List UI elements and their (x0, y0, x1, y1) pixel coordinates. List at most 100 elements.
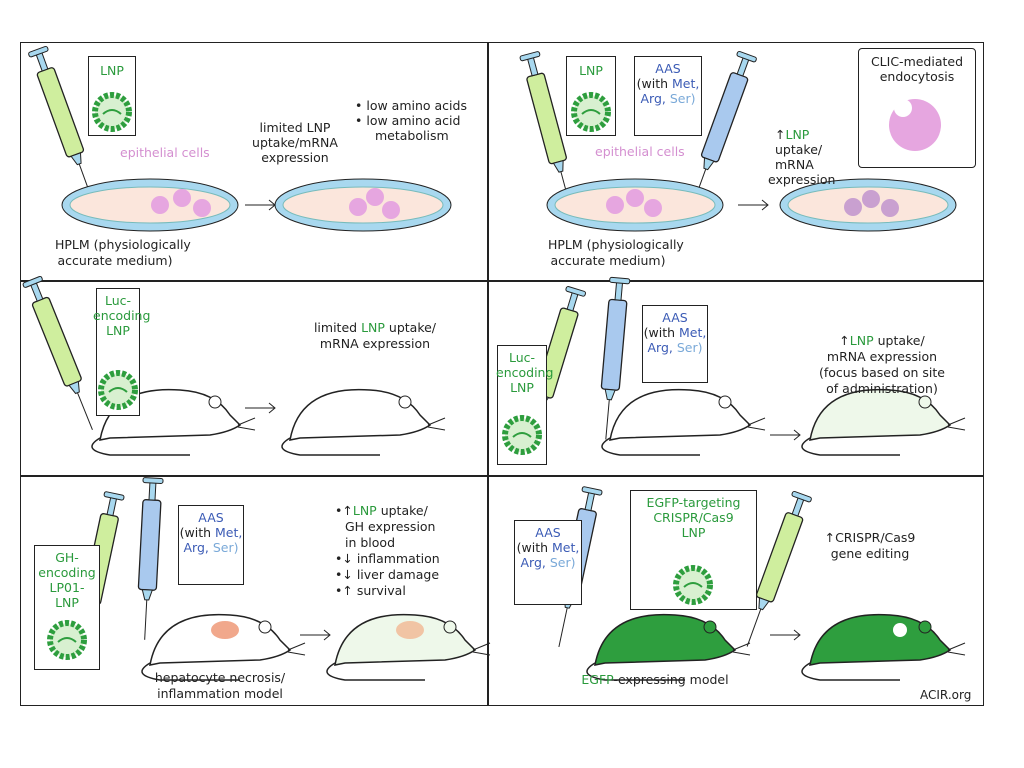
lnp-label: LNP (106, 323, 130, 338)
lnp-label: encoding (38, 565, 96, 580)
bullet-item: •↑ (335, 503, 353, 518)
result-text: gene editing (830, 546, 910, 561)
result-text: mRNA expression (319, 336, 431, 351)
aas-box: AAS (with Met, Arg, Ser) (514, 520, 582, 605)
result-text: uptake/ (388, 320, 437, 335)
medium-label: HPLM (physiologically (55, 237, 191, 252)
column-divider (487, 42, 489, 706)
bullet-item: GH expression (345, 519, 436, 534)
aas-ser: Ser) (669, 91, 696, 106)
petri-dish-result (779, 178, 957, 232)
lnp-label: GH- (55, 550, 79, 565)
result-text: uptake/ (775, 142, 823, 157)
petri-dish (61, 178, 239, 232)
aas-label: AAS (662, 310, 688, 325)
arrow (770, 629, 801, 641)
aas-arg: Arg, (647, 340, 673, 355)
lnp-label: encoding (496, 365, 554, 380)
cells-label: epithelial cells (595, 144, 685, 159)
result-text: uptake/mRNA (252, 135, 338, 150)
aas-with: (with (516, 540, 549, 555)
lnp-label: encoding (93, 308, 151, 323)
bullet-item: • low amino acid (355, 113, 461, 128)
bullet-item: •↓ liver damage (335, 567, 440, 582)
clic-label: endocytosis (879, 69, 955, 84)
result-text: limited LNP (259, 120, 331, 135)
aas-met: Met, (215, 525, 243, 540)
aas-arg: Arg, (520, 555, 546, 570)
aas-arg: Arg, (183, 540, 209, 555)
aas-box: AAS (with Met, Arg, Ser) (642, 305, 708, 383)
aas-ser: Ser) (549, 555, 576, 570)
aas-met: Met, (552, 540, 580, 555)
result-text: mRNA expression (826, 349, 938, 364)
lnp-label: CRISPR/Cas9 (653, 510, 734, 525)
bullet-item: metabolism (375, 128, 449, 143)
cells-label: epithelial cells (120, 145, 210, 160)
credit-label: ACIR.org (920, 688, 972, 702)
aas-label: AAS (535, 525, 561, 540)
aas-with: (with (179, 525, 212, 540)
result-text: expression (768, 172, 836, 187)
lnp-text: LNP (849, 333, 874, 348)
lnp-box: GH- encoding LP01- LNP (34, 545, 100, 670)
lnp-label: LP01- (49, 580, 85, 595)
mouse (141, 613, 306, 681)
arrow (738, 199, 769, 211)
bullet-item: uptake/ (380, 503, 428, 518)
lnp-label: LNP (681, 525, 706, 540)
lnp-text: LNP (361, 320, 385, 335)
bullet-item: •↓ inflammation (335, 551, 440, 566)
lnp-label: LNP (100, 63, 124, 78)
result-text: limited (313, 320, 358, 335)
mouse-result (326, 613, 491, 681)
aas-ser: Ser) (212, 540, 239, 555)
increase-arrow: ↑ (775, 127, 786, 142)
result-text: mRNA (775, 157, 814, 172)
result-text: of administration) (826, 381, 938, 396)
mouse-edited (801, 613, 966, 681)
medium-label: accurate medium) (57, 253, 173, 268)
figure-frame (20, 42, 984, 706)
aas-label: AAS (198, 510, 224, 525)
lnp-label: Luc- (104, 293, 132, 308)
result-text: expression (261, 150, 329, 165)
lnp-text: LNP (785, 127, 810, 142)
increase-arrow: ↑ (839, 333, 850, 348)
aas-met: Met, (679, 325, 707, 340)
arrow (245, 402, 276, 414)
bullet-item: • low amino acids (355, 98, 467, 113)
medium-label: accurate medium) (550, 253, 666, 268)
row-divider (20, 475, 984, 477)
model-label: hepatocyte necrosis/ (154, 670, 286, 685)
aas-box: AAS (with Met, Arg, Ser) (178, 505, 244, 585)
aas-box: AAS (with Met, Arg, Ser) (634, 56, 702, 136)
arrow (300, 629, 331, 641)
petri-dish (546, 178, 724, 232)
model-label: -expressing model (613, 672, 729, 687)
lnp-label: EGFP-targeting (646, 495, 741, 510)
arrow (770, 429, 801, 441)
aas-ser: Ser) (676, 340, 703, 355)
aas-arg: Arg, (640, 91, 666, 106)
aas-with: (with (643, 325, 676, 340)
aas-met: Met, (672, 76, 700, 91)
aas-with: (with (636, 76, 669, 91)
result-text: (focus based on site (818, 365, 946, 380)
lnp-label: LNP (55, 595, 79, 610)
lnp-label: Luc- (508, 350, 536, 365)
petri-dish-result (274, 178, 452, 232)
model-label: inflammation model (157, 686, 283, 701)
aas-label: AAS (655, 61, 681, 76)
lnp-label: LNP (510, 380, 534, 395)
lnp-text: LNP (352, 503, 377, 518)
bullet-item: •↑ survival (335, 583, 406, 598)
result-text: uptake/ (877, 333, 925, 348)
egfp-text: EGFP (581, 672, 614, 687)
lnp-label: LNP (579, 63, 603, 78)
clic-label: CLIC-mediated (870, 54, 964, 69)
row-divider (20, 280, 984, 282)
result-text: ↑CRISPR/Cas9 (824, 530, 916, 545)
